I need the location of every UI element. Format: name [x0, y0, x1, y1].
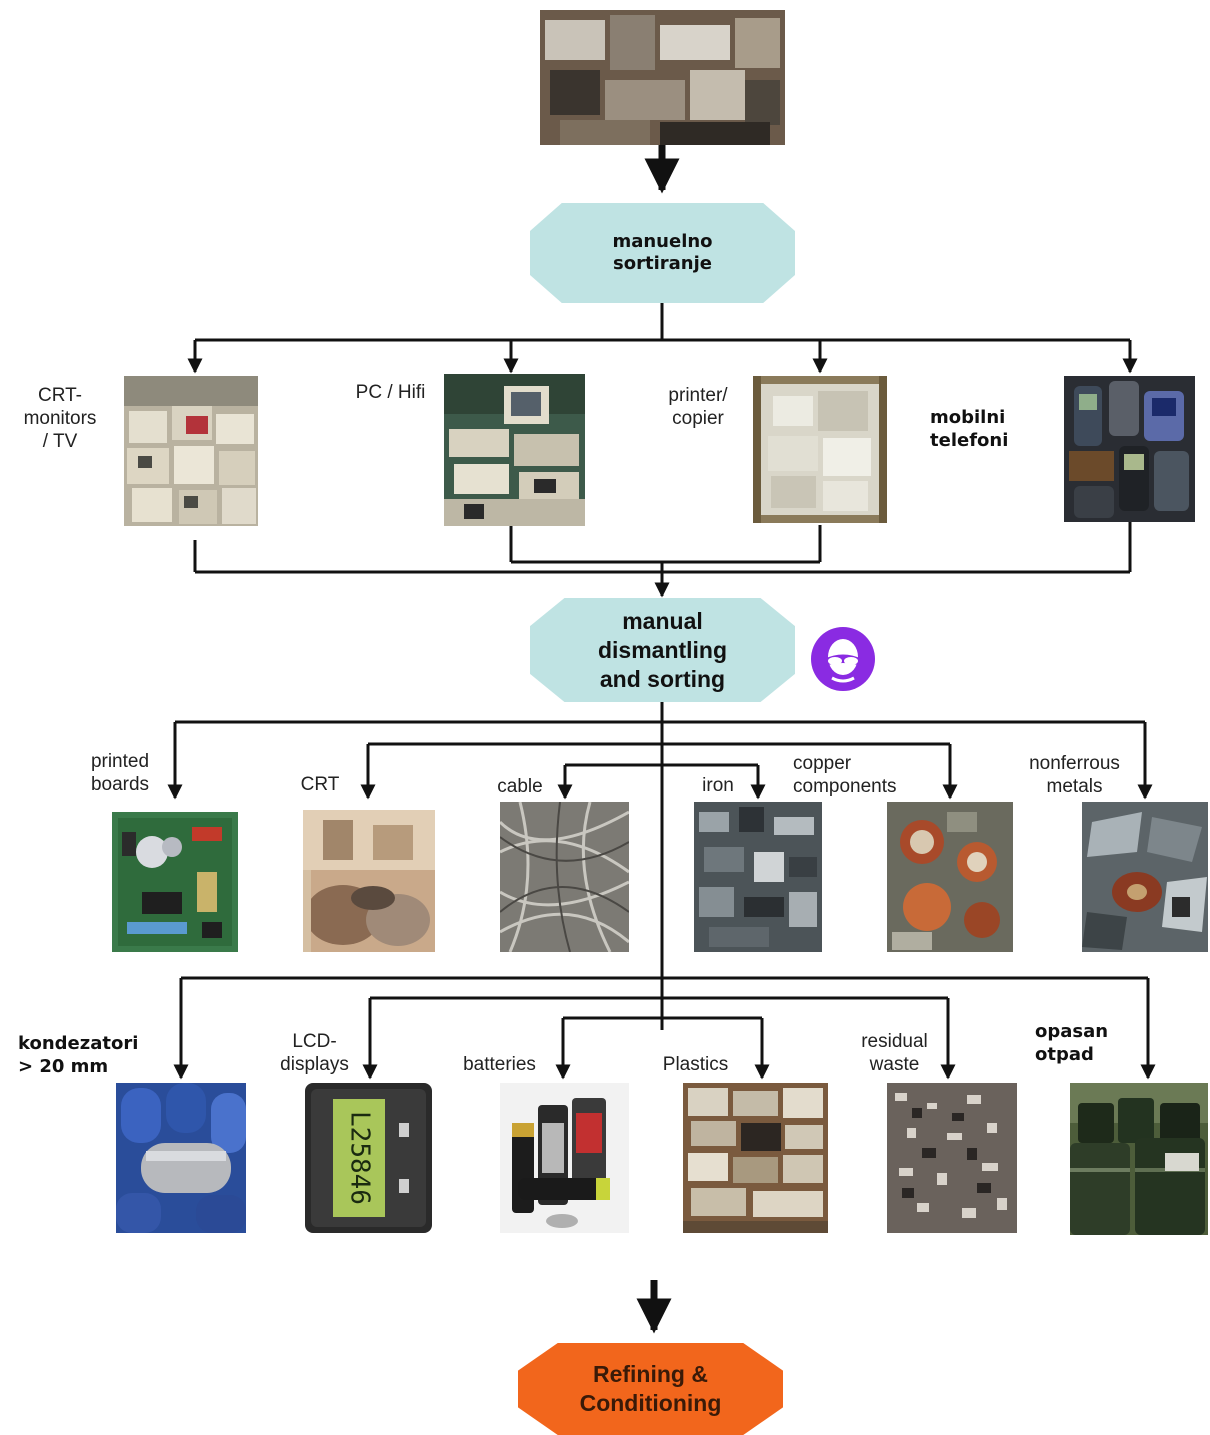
plastics-photo — [683, 1083, 828, 1233]
category-label-crt-monitors: CRT- monitors / TV — [23, 385, 97, 452]
manual-dismantling-node: manual dismantling and sorting — [530, 598, 795, 702]
fraction-label-hazardous-waste: opasan otpad — [1035, 1021, 1109, 1065]
safety-goggles-icon — [810, 626, 876, 692]
fraction-label-batteries: batteries — [463, 1054, 536, 1075]
category-label-printer-copier: printer/ copier — [668, 385, 728, 429]
batteries-photo — [500, 1083, 629, 1233]
manual-sorting-node: manuelno sortiranje — [530, 203, 795, 303]
residual-waste-photo — [887, 1083, 1017, 1233]
fraction-label-cable: cable — [497, 776, 543, 797]
fraction-label-copper-components: copper components — [793, 753, 897, 797]
fraction-label-capacitors: kondezatori > 20 mm — [18, 1033, 139, 1077]
lcd-display-digits: L25846 — [345, 1111, 375, 1205]
hazardous-barrels-photo — [1070, 1083, 1208, 1235]
nonferrous-metals-photo — [1082, 802, 1208, 952]
fraction-label-iron: iron — [702, 775, 734, 796]
fraction-label-residual-waste: residual waste — [861, 1031, 928, 1075]
mobile-phones-photo — [1064, 376, 1195, 522]
capacitors-photo — [116, 1083, 246, 1233]
fraction-label-lcd-displays: LCD- displays — [280, 1031, 349, 1075]
circuit-board-photo — [112, 812, 238, 952]
fraction-label-printed-boards: printed boards — [90, 751, 150, 795]
cable-photo — [500, 802, 629, 952]
category-label-mobile-phones: mobilni telefoni — [930, 407, 1009, 451]
category-label-pc-hifi: PC / Hifi — [355, 382, 426, 403]
copper-components-photo — [887, 802, 1013, 952]
e-waste-pile-photo — [540, 10, 785, 145]
fraction-label-nonferrous-metals: nonferrous metals — [1029, 753, 1120, 797]
iron-scrap-photo — [694, 802, 822, 952]
fraction-label-plastics: Plastics — [662, 1054, 729, 1075]
pc-hifi-photo — [444, 374, 585, 526]
fraction-label-crt: CRT — [300, 774, 340, 795]
crt-tubes-photo — [303, 810, 435, 952]
crt-monitors-photo — [124, 376, 258, 526]
printer-copier-photo — [753, 376, 887, 523]
lcd-display-photo: L25846 — [305, 1083, 432, 1233]
refining-conditioning-node: Refining & Conditioning — [518, 1343, 783, 1435]
